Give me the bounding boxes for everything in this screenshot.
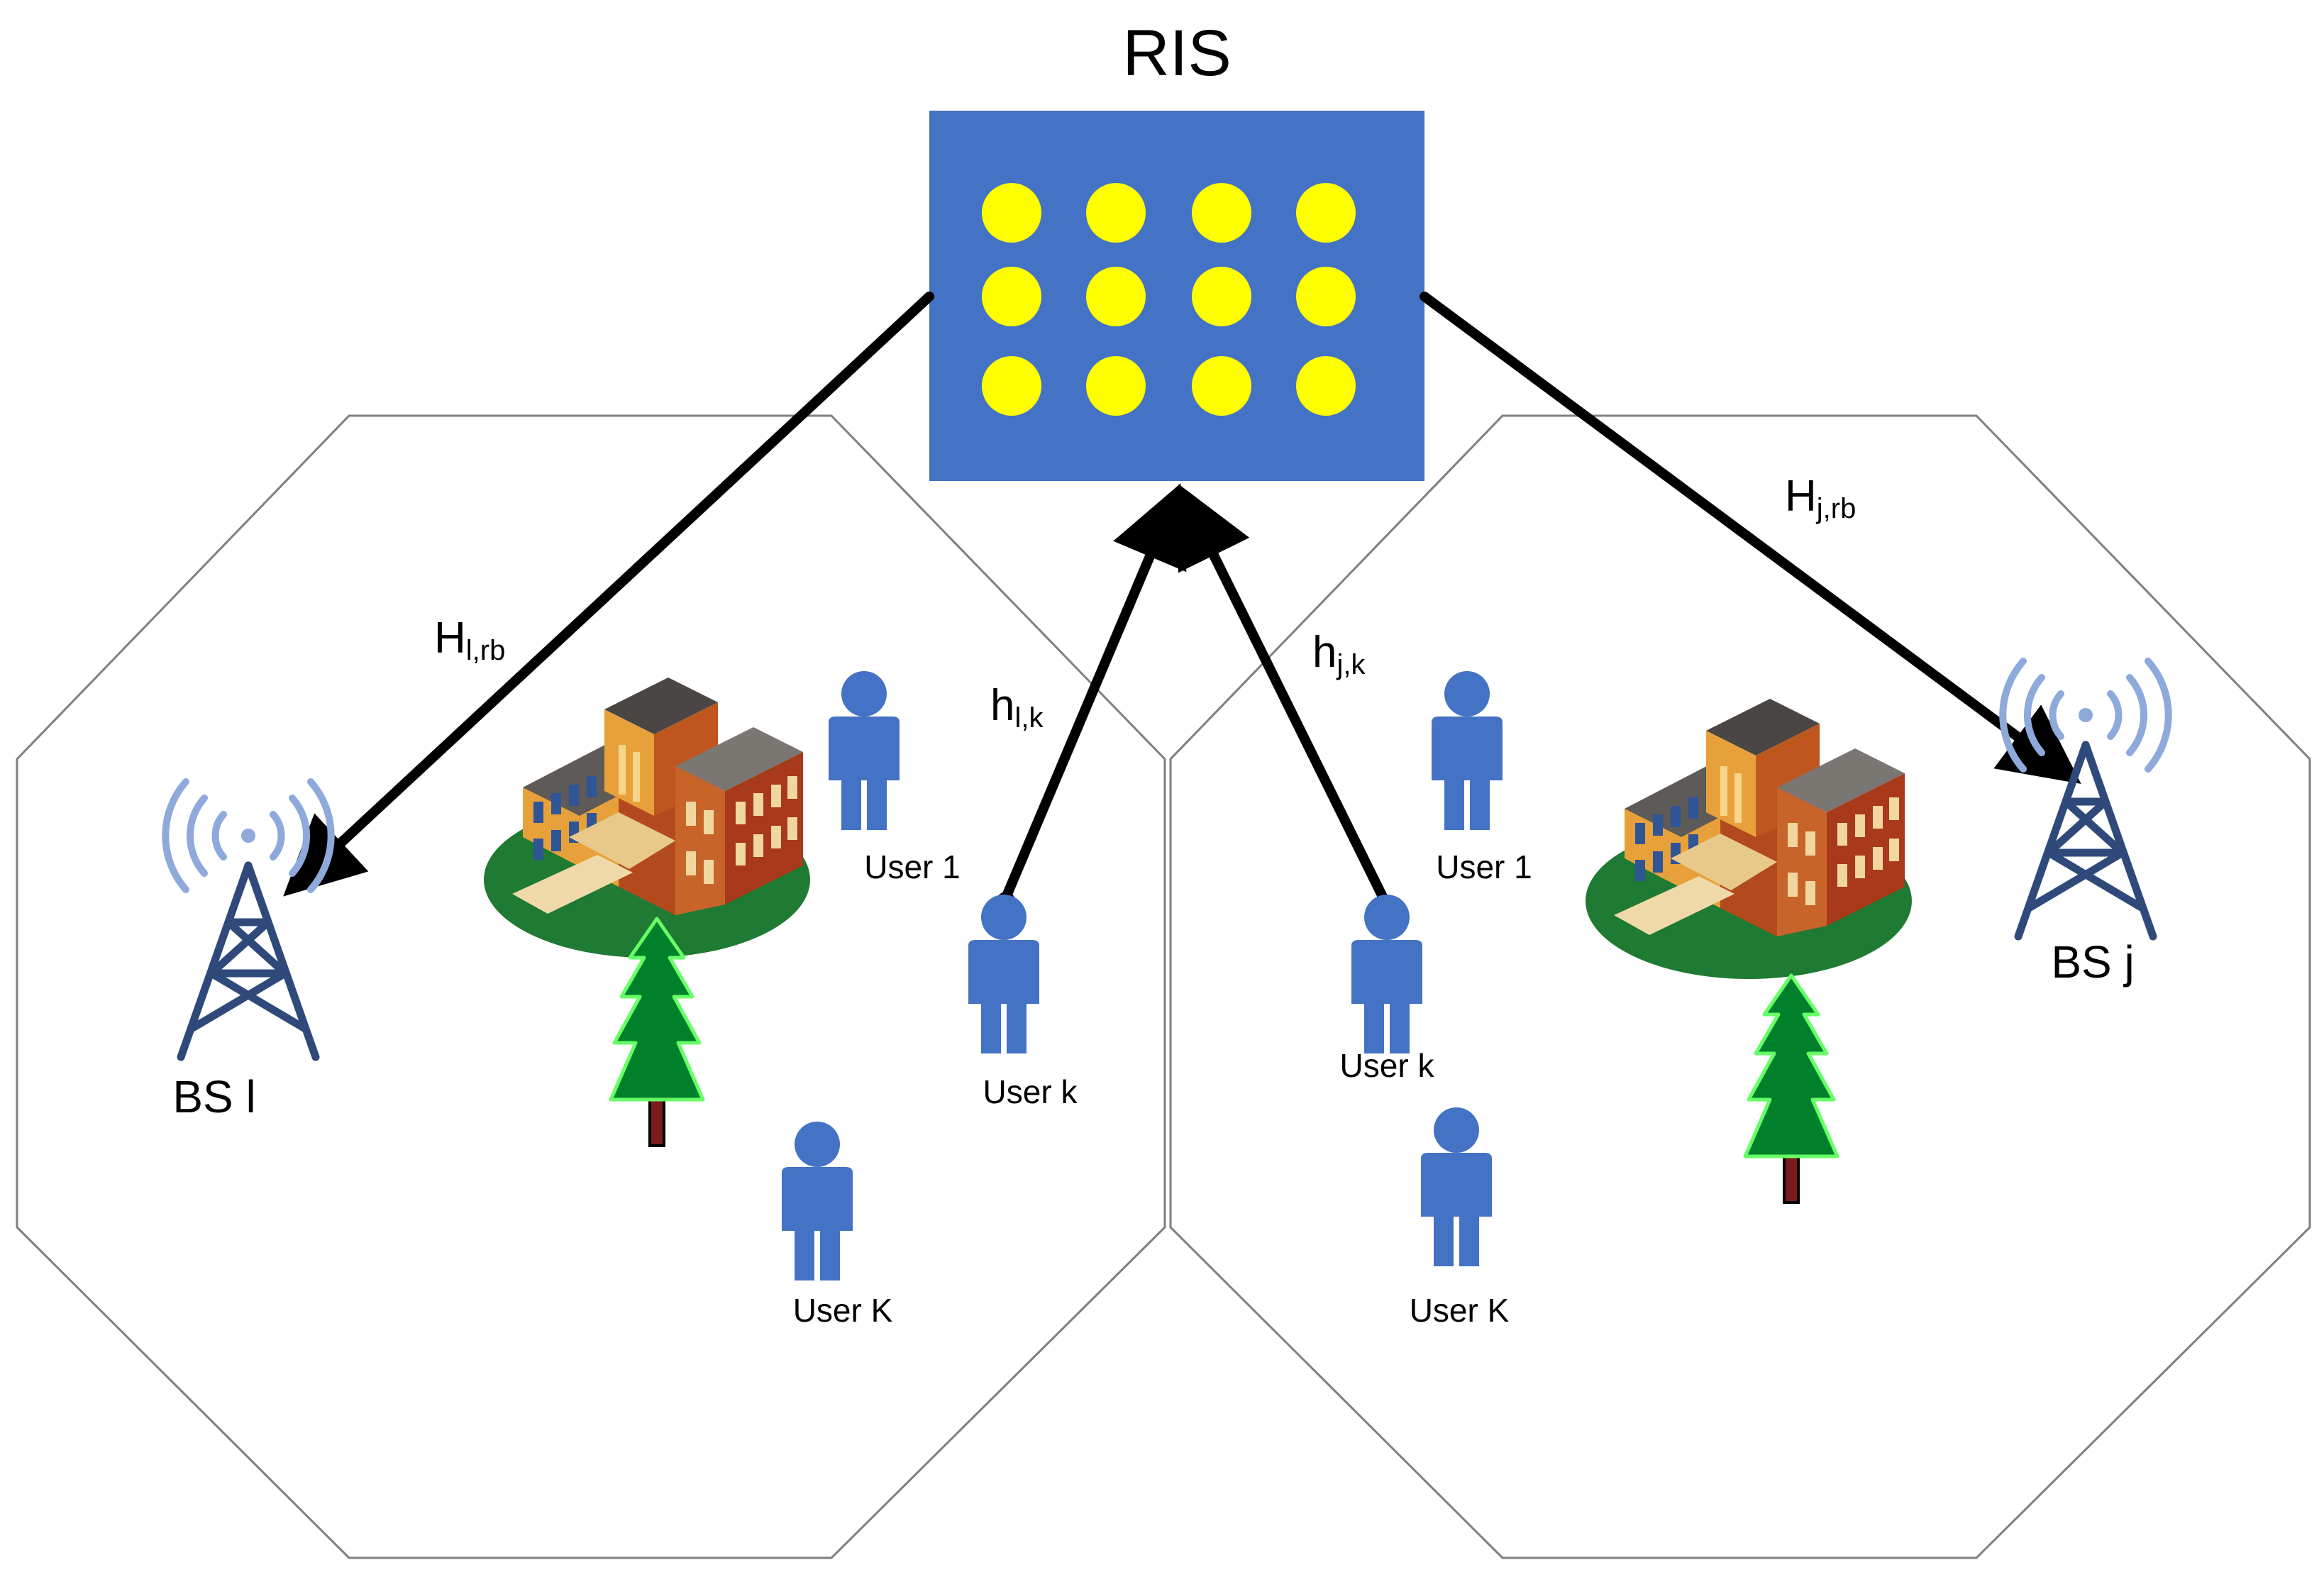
cell-left-boundary <box>16 414 1166 1559</box>
user-icon <box>968 895 1039 1053</box>
channel-label-H-l-rb: Hl,rb <box>434 614 505 666</box>
bs-l-label: BS l <box>172 1071 255 1122</box>
user-icon <box>782 1122 853 1280</box>
user-label: User K <box>793 1292 893 1329</box>
user-label: User K <box>1410 1292 1510 1329</box>
user-label: User k <box>983 1073 1078 1110</box>
channel-arrows <box>283 292 2081 910</box>
arrow-user-k-j-to-ris <box>1178 484 1392 910</box>
arrow-user-k-l-to-ris <box>1001 483 1187 902</box>
user-icon <box>1432 671 1503 830</box>
tree-icon <box>1745 975 1837 1202</box>
building-icon <box>1586 699 1912 979</box>
user-icon <box>1421 1107 1492 1266</box>
base-station-tower-icon <box>2003 661 2168 936</box>
ris-panel <box>929 111 1424 481</box>
ris-elements <box>982 183 1356 416</box>
building-icon <box>484 677 810 958</box>
arrow-ris-to-bs-j <box>1420 292 2081 785</box>
channel-label-h-l-k: hl,k <box>990 681 1044 734</box>
arrow-ris-to-bs-l <box>283 292 934 897</box>
channel-label-H-j-rb: Hj,rb <box>1785 472 1856 524</box>
cell-right-boundary <box>1169 414 2311 1559</box>
ris-label: RIS <box>1122 17 1231 89</box>
user-icon <box>1351 895 1422 1053</box>
user-label: User k <box>1340 1047 1435 1084</box>
user-icon <box>829 671 900 830</box>
base-station-tower-icon <box>165 782 331 1057</box>
user-label: User 1 <box>864 848 960 885</box>
user-label: User 1 <box>1436 848 1532 885</box>
bs-j-label: BS j <box>2051 936 2134 988</box>
channel-label-h-j-k: hj,k <box>1312 628 1366 680</box>
